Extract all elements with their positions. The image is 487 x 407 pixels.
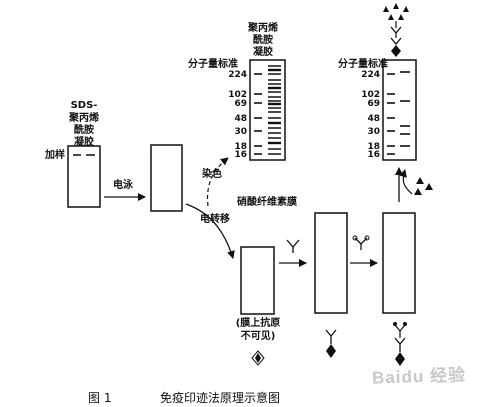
stained-gel-label: 聚丙烯 酰胺 凝胶 xyxy=(247,21,278,58)
antigen-icon xyxy=(251,350,265,366)
figure-number: 图 1 xyxy=(88,391,111,405)
primary-antibody-icon xyxy=(286,239,300,253)
svg-text:SDS-: SDS- xyxy=(71,100,98,111)
stained-gel-bands xyxy=(254,65,281,155)
stained-gel xyxy=(249,59,286,161)
developed-blot-bands xyxy=(387,71,410,155)
nitrocellulose-label: 硝酸纤维素膜 xyxy=(237,195,297,208)
staining-arrow xyxy=(206,157,229,207)
antigen-icon xyxy=(255,353,261,363)
mw-tick-label: 102 xyxy=(361,90,380,100)
antigen-invisible-label: (膜上抗原 不可见) xyxy=(236,316,281,342)
antigen-antibody-icon xyxy=(325,329,337,358)
electrotransfer-label: 电转移 xyxy=(200,212,230,225)
sds-gel xyxy=(67,145,101,208)
figure-title: 免疫印迹法原理示意图 xyxy=(160,390,280,405)
membrane-final xyxy=(382,212,416,314)
membrane-primary xyxy=(314,212,348,314)
mw-standard-left: 分子量标准 xyxy=(188,57,238,70)
mw-tick-label: 16 xyxy=(234,150,247,160)
developed-blot xyxy=(382,59,417,161)
mw-tick-label: 30 xyxy=(234,127,247,137)
mw-tick-label: 224 xyxy=(361,70,380,80)
electrophoresis-label: 电泳 xyxy=(113,178,134,191)
svg-text:凝胶: 凝胶 xyxy=(74,135,94,148)
detected-complex-icon xyxy=(393,322,407,366)
svg-text:酰胺: 酰胺 xyxy=(74,123,94,136)
membrane-transferred xyxy=(240,246,275,315)
staining-label: 染色 xyxy=(201,167,222,180)
svg-text:不可见): 不可见) xyxy=(241,330,276,342)
substrate-triangles-icon xyxy=(414,177,433,195)
substrate-arrow xyxy=(399,169,413,195)
svg-text:聚丙烯: 聚丙烯 xyxy=(247,21,278,34)
mw-tick-label: 224 xyxy=(228,70,247,80)
top-detection-complex-icon xyxy=(383,3,409,57)
mw-tick-label: 102 xyxy=(228,90,247,100)
mw-standard-right: 分子量标准 xyxy=(338,57,388,70)
watermark: Baidu 经验 xyxy=(371,365,467,388)
svg-text:凝胶: 凝胶 xyxy=(253,45,273,58)
svg-text:酰胺: 酰胺 xyxy=(253,33,273,46)
sds-gel-label: SDS- 聚丙烯 酰胺 凝胶 xyxy=(68,100,99,148)
mw-tick-label: 69 xyxy=(367,99,380,109)
mw-tick-label: 69 xyxy=(234,99,247,109)
transfer-arrow xyxy=(185,203,235,259)
mw-tick-label: 48 xyxy=(234,114,247,124)
svg-text:(膜上抗原: (膜上抗原 xyxy=(236,316,281,329)
loading-label: 加样 xyxy=(44,148,65,161)
svg-text:聚丙烯: 聚丙烯 xyxy=(68,111,99,124)
mw-tick-label: 16 xyxy=(367,150,380,160)
mw-tick-label: 30 xyxy=(367,127,380,137)
run-gel xyxy=(150,144,183,212)
mw-tick-label: 18 xyxy=(234,142,247,152)
mw-tick-label: 48 xyxy=(367,114,380,124)
mw-tick-label: 18 xyxy=(367,142,380,152)
secondary-antibody-icon xyxy=(352,235,370,250)
